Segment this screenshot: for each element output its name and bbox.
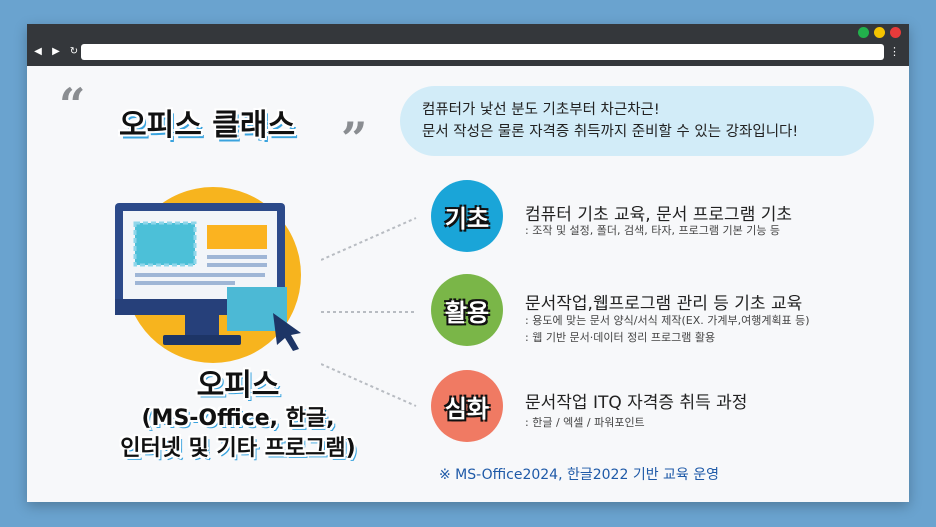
office-sub-2: 인터넷 및 기타 프로그램): [120, 436, 356, 461]
page-title: 오피스 클래스: [119, 108, 296, 143]
reload-icon[interactable]: ↻: [69, 46, 79, 57]
quote-open-icon: “: [59, 78, 86, 132]
window-controls: [858, 27, 901, 38]
level-applied-title: 문서작업,웹프로그램 관리 등 기초 교육: [525, 294, 803, 314]
browser-toolbar: ◀ ▶ ↻ ⋮: [27, 40, 909, 66]
window-dot-red[interactable]: [890, 27, 901, 38]
back-icon[interactable]: ◀: [34, 46, 42, 57]
footnote: ※ MS-Office2024, 한글2022 기반 교육 운영: [439, 467, 720, 483]
level-basic-title: 컴퓨터 기초 교육, 문서 프로그램 기초: [525, 205, 793, 225]
address-bar[interactable]: [81, 44, 884, 60]
badge-applied: 활용: [431, 274, 503, 346]
badge-basic: 기초: [431, 180, 503, 252]
level-basic-desc: : 조작 및 설정, 폴더, 검색, 타자, 프로그램 기본 기능 등: [525, 224, 781, 237]
intro-bubble: 컴퓨터가 낯선 분도 기초부터 차근차근! 문서 작성은 물론 자격증 취득까지…: [400, 86, 874, 156]
window-dot-yellow[interactable]: [874, 27, 885, 38]
computer-illustration-icon: [115, 187, 301, 363]
level-advanced-title: 문서작업 ITQ 자격증 취득 과정: [525, 393, 748, 413]
window-dot-green[interactable]: [858, 27, 869, 38]
nav-buttons: ◀ ▶ ↻: [33, 44, 79, 60]
intro-line-1: 컴퓨터가 낯선 분도 기초부터 차근차근!: [422, 102, 660, 118]
badge-advanced: 심화: [431, 370, 503, 442]
intro-line-2: 문서 작성은 물론 자격증 취득까지 준비할 수 있는 강좌입니다!: [422, 124, 799, 140]
office-caption: 오피스 (MS-Office, 한글, 인터넷 및 기타 프로그램): [83, 368, 393, 464]
level-applied-desc-1: : 용도에 맞는 문서 양식/서식 제작(EX. 가계부,여행계획표 등): [525, 314, 810, 327]
forward-icon[interactable]: ▶: [52, 46, 60, 57]
title-bar: [27, 24, 909, 40]
quote-close-icon: ”: [341, 112, 368, 166]
level-advanced-desc: : 한글 / 엑셀 / 파워포인트: [525, 416, 645, 429]
office-title: 오피스: [196, 368, 280, 403]
browser-window: ◀ ▶ ↻ ⋮ “ 오피스 클래스 ” 컴퓨터가 낯선 분도 기초부터 차근차근…: [27, 24, 909, 502]
office-sub-1: (MS-Office, 한글,: [141, 406, 335, 431]
level-applied-desc-2: : 웹 기반 문서·데이터 정리 프로그램 활용: [525, 331, 716, 344]
connector-lines: [321, 217, 417, 407]
more-menu-icon[interactable]: ⋮: [889, 45, 900, 58]
